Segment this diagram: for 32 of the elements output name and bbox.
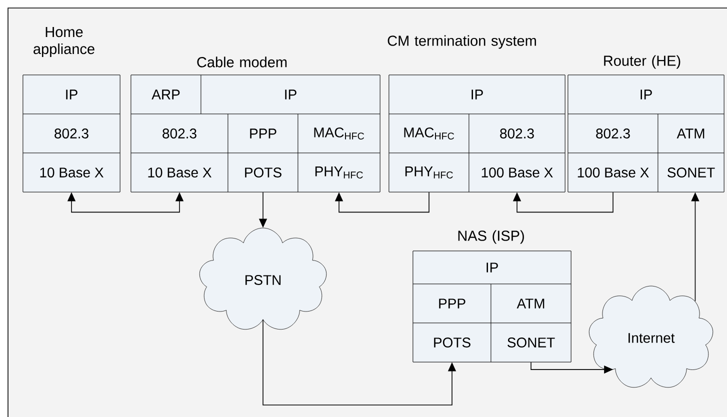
network-cloud: PSTN xyxy=(199,228,327,330)
protocol-cell: SONET xyxy=(658,152,724,192)
protocol-cell: IP xyxy=(22,74,120,114)
protocol-cell: 802.3 xyxy=(568,114,658,154)
protocol-cell: POTS xyxy=(228,152,298,192)
protocol-cell: PPP xyxy=(228,114,298,154)
stack-heading: Cable modem xyxy=(197,56,287,68)
protocol-cell: 100 Base X xyxy=(568,152,658,192)
arrow xyxy=(512,192,614,213)
protocol-cell: SONET xyxy=(490,322,572,362)
protocol-cell: MAC$_{HFC}$ xyxy=(388,114,470,154)
protocol-cell: 10 Base X xyxy=(130,152,228,192)
protocol-cell: IP xyxy=(412,250,572,284)
network-cloud: Internet xyxy=(588,286,714,388)
protocol-cell: POTS xyxy=(412,322,492,362)
protocol-cell: MAC$_{HFC}$ xyxy=(298,114,380,154)
stack-heading: Home appliance xyxy=(34,27,94,57)
protocol-cell: 100 Base X xyxy=(468,152,566,192)
stack-heading: Router (HE) xyxy=(604,55,680,69)
protocol-cell: 802.3 xyxy=(22,114,120,154)
protocol-cell: 10 Base X xyxy=(22,152,120,192)
protocol-cell: PPP xyxy=(412,284,492,324)
protocol-cell: 802.3 xyxy=(468,114,566,154)
arrow xyxy=(334,192,430,213)
protocol-cell: 802.3 xyxy=(130,114,228,154)
protocol-cell: PHY$_{HFC}$ xyxy=(388,152,470,192)
protocol-cell: PHY$_{HFC}$ xyxy=(298,152,380,192)
protocol-cell: ATM xyxy=(490,284,572,324)
stack-heading: CM termination system xyxy=(388,35,536,49)
stack-heading: NAS (ISP) xyxy=(458,230,524,244)
protocol-cell: ATM xyxy=(658,114,724,154)
protocol-cell: ARP xyxy=(130,74,202,114)
